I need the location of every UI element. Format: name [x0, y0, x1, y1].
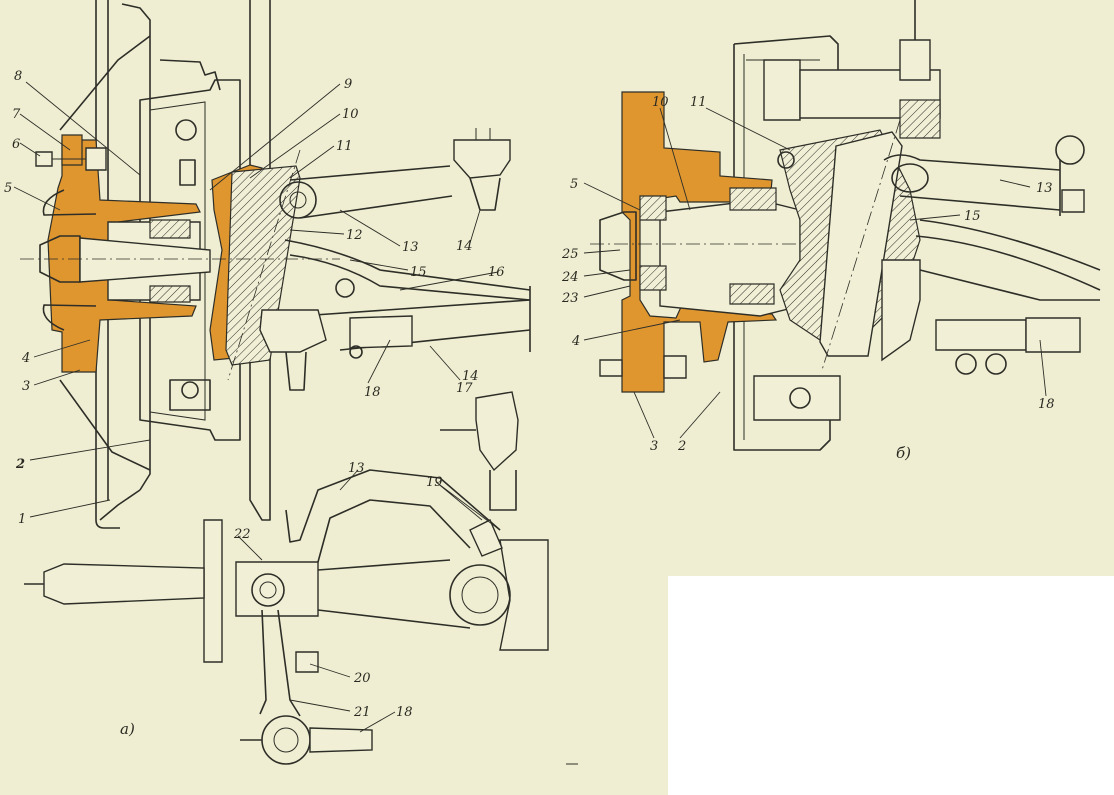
hub-flange-left	[61, 134, 83, 166]
callout-7: 7	[12, 107, 21, 122]
callout-r-10: 10	[652, 95, 669, 110]
callout-22: 22	[233, 527, 251, 542]
callout-r-23: 23	[561, 291, 579, 306]
blank-corner	[668, 576, 1114, 795]
caption-left-view: а)	[120, 720, 135, 738]
callout-4: 4	[21, 351, 30, 366]
hub-section	[47, 139, 201, 373]
callout-2: 2	[15, 457, 25, 472]
callout-1: 1	[18, 512, 26, 527]
caption-right-view: б)	[896, 444, 911, 462]
callout-16: 16	[488, 265, 505, 280]
callout-13: 13	[402, 240, 419, 255]
callout-19: 19	[426, 475, 443, 490]
callout-14-lower: 14	[462, 369, 479, 384]
callout-17: 17	[456, 381, 473, 396]
callout-r-5: 5	[570, 177, 578, 192]
callout-11: 11	[336, 139, 353, 154]
callout-r-24: 24	[561, 270, 579, 285]
callout-r-25: 25	[561, 247, 579, 262]
left-view-assembly	[20, 0, 549, 765]
callout-r-13: 13	[1036, 181, 1053, 196]
callout-14: 14	[456, 239, 473, 254]
callout-18-lower: 18	[396, 705, 413, 720]
callout-10: 10	[342, 107, 359, 122]
callout-5: 5	[4, 181, 12, 196]
right-view-assembly	[590, 0, 1101, 451]
callout-13-lower: 13	[348, 461, 365, 476]
callout-18: 18	[364, 385, 381, 400]
callout-r-3: 3	[650, 439, 658, 454]
callout-12: 12	[346, 228, 363, 243]
callouts-left: 8 9 10 11 7 6 5 12 13 14 15 16 4 3 18 17…	[4, 69, 505, 720]
callout-8: 8	[14, 69, 22, 84]
callout-r-15: 15	[964, 209, 981, 224]
callout-r-4: 4	[571, 334, 580, 349]
callout-20: 20	[353, 671, 371, 686]
leader-lines	[13, 81, 1047, 733]
callout-r-2: 2	[677, 439, 686, 454]
callout-r-18: 18	[1038, 397, 1055, 412]
callout-15: 15	[410, 265, 427, 280]
callout-21: 21	[353, 705, 371, 720]
callout-6: 6	[12, 137, 20, 152]
callout-r-11: 11	[690, 95, 707, 110]
callouts-right: 10 11 5 13 15 25 24 23 4 18 3 2	[561, 95, 1055, 454]
callout-3: 3	[22, 379, 30, 394]
callout-9: 9	[344, 77, 352, 92]
